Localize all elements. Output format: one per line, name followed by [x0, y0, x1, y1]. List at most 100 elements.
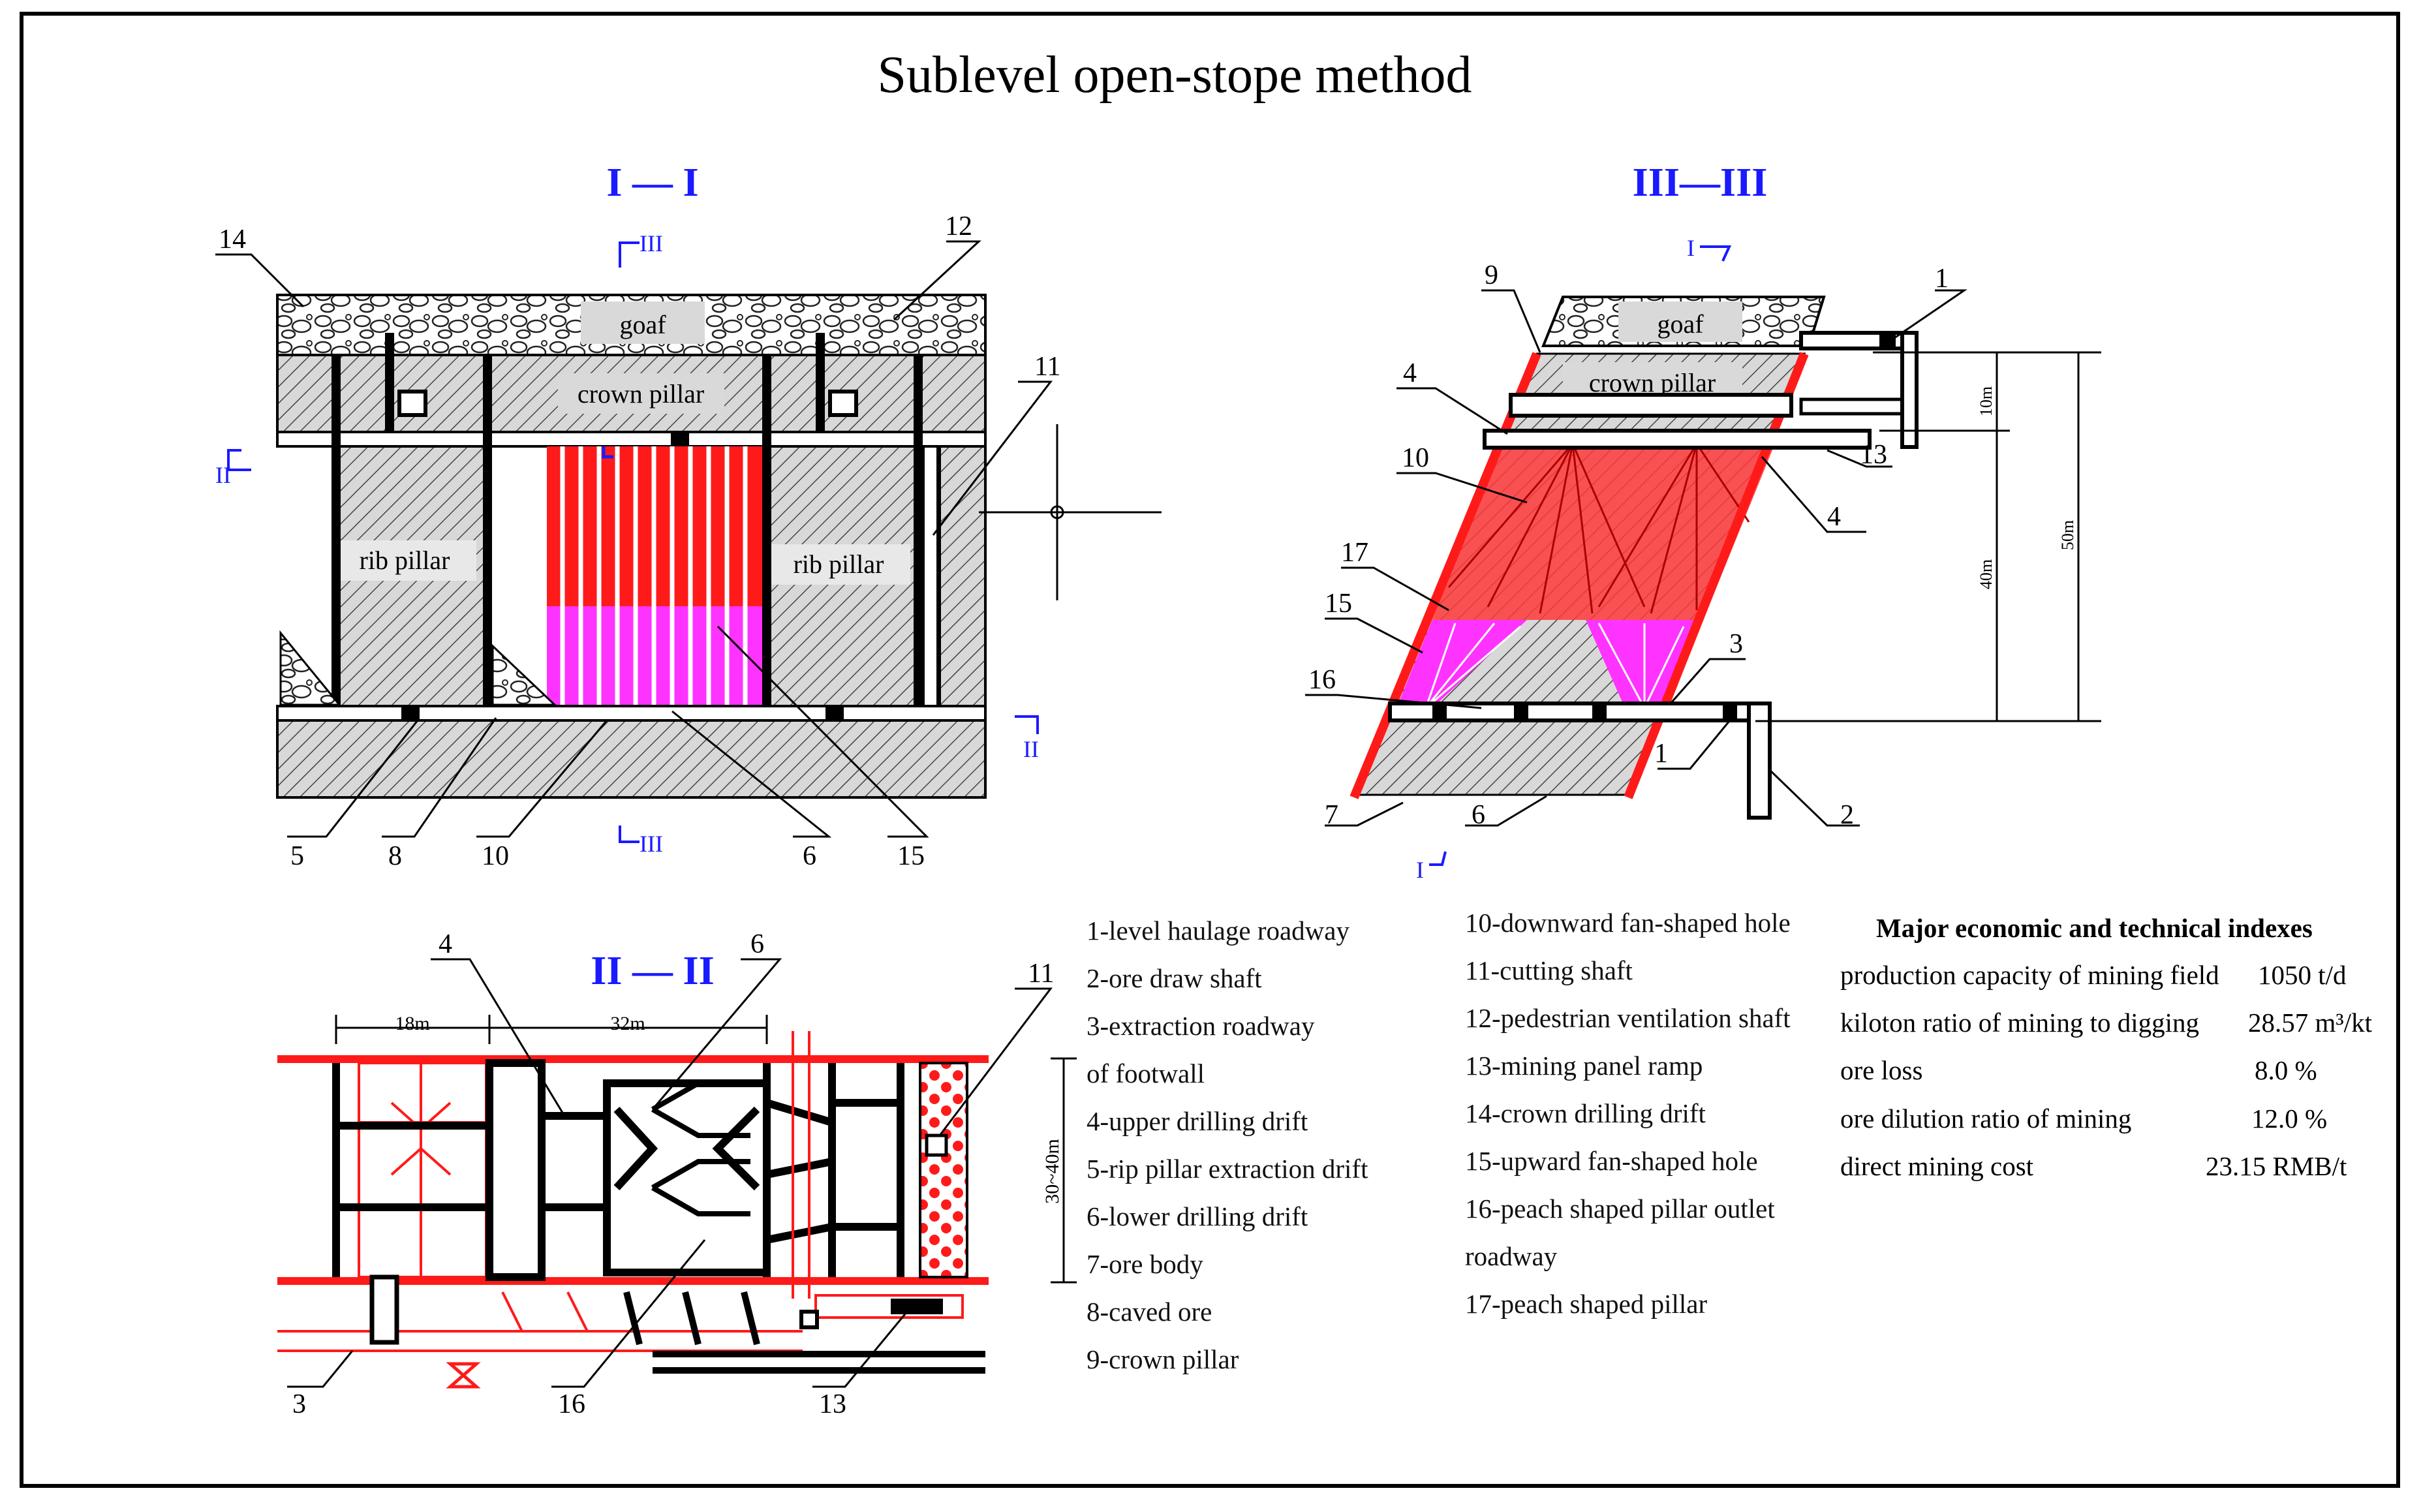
callout-6-I: 6	[803, 841, 816, 871]
goaf-III-label: goaf	[1657, 309, 1704, 339]
callout-5: 5	[290, 841, 304, 871]
legend-item: 12-pedestrian ventilation shaft	[1465, 1003, 1791, 1033]
footwall-roadways	[277, 1031, 964, 1352]
callout-12: 12	[945, 211, 972, 241]
callout-4-III-right: 4	[1827, 502, 1841, 532]
red-drift-outline-left	[358, 1062, 487, 1278]
floor-rock	[276, 719, 987, 799]
lower-drift-III	[1388, 702, 1754, 722]
marker-I-bot: I	[1416, 857, 1424, 883]
index-value: 28.57 m³/kt	[2248, 1008, 2372, 1038]
dimension-lines-II	[335, 1015, 1077, 1284]
winch-symbol	[446, 1362, 481, 1389]
legend-item: 2-ore draw shaft	[1087, 963, 1262, 993]
cutting-shaft-red-dots	[919, 1062, 968, 1278]
callout-13-II: 13	[819, 1389, 846, 1419]
callout-lines-I	[215, 240, 1053, 838]
indexes-heading: Major economic and technical indexes	[1876, 913, 2313, 943]
marker-II-right: II	[1023, 736, 1039, 762]
index-label: kiloton ratio of mining to digging	[1840, 1008, 2200, 1038]
legend-item: 1-level haulage roadway	[1087, 916, 1349, 946]
dim-40m: 40m	[1977, 559, 1996, 589]
callout-3-III: 3	[1729, 629, 1743, 659]
callout-1-top: 1	[1935, 264, 1949, 294]
legend-item: 10-downward fan-shaped hole	[1465, 908, 1791, 938]
goaf-label: goaf	[619, 310, 666, 339]
caved-ore-left	[279, 630, 342, 706]
crosshair-symbol	[979, 424, 1162, 600]
cutting-shaft-box	[925, 1134, 948, 1157]
dim-50m: 50m	[2058, 520, 2077, 550]
callout-9: 9	[1485, 260, 1498, 290]
legend-item: 11-cutting shaft	[1465, 955, 1633, 985]
legend-item: 16-peach shaped pillar outlet	[1465, 1194, 1775, 1224]
ore-draw-shaft-II-mid	[799, 1310, 819, 1329]
peach-pillar	[1432, 620, 1625, 708]
ore-draw-shaft	[1747, 702, 1772, 820]
callout-4-III-left: 4	[1403, 358, 1417, 388]
lower-drift-line	[276, 705, 987, 722]
rib-pillar-label-box-right	[767, 544, 910, 585]
magenta-hole-gaps	[560, 606, 748, 706]
legend-right: 10-downward fan-shaped hole 11-cutting s…	[1465, 899, 1791, 1328]
cutting-shaft-white	[922, 445, 939, 707]
callout-17: 17	[1341, 538, 1368, 568]
callout-3-II: 3	[292, 1389, 306, 1419]
callout-8: 8	[388, 841, 402, 871]
callout-14: 14	[219, 224, 246, 255]
callout-15-I: 15	[897, 841, 925, 871]
marker-I-bot-line	[1429, 851, 1447, 866]
legend-item: 15-upward fan-shaped hole	[1465, 1146, 1758, 1176]
right-wall-block	[938, 445, 987, 707]
index-label: ore loss	[1840, 1055, 1923, 1085]
legend-item: 7-ore body	[1087, 1249, 1203, 1279]
crown-pillar-label: crown pillar	[578, 379, 704, 409]
drift-blocks	[401, 432, 844, 720]
legend-item: 6-lower drilling drift	[1087, 1201, 1308, 1231]
marker-III-top: III	[640, 230, 663, 256]
callout-2: 2	[1840, 800, 1854, 830]
index-label: direct mining cost	[1840, 1151, 2034, 1181]
index-value: 23.15 RMB/t	[2206, 1151, 2347, 1181]
callout-13-III: 13	[1860, 440, 1887, 470]
section-III-III: III—III I goaf crown pi	[1305, 161, 2101, 883]
goaf-label-box	[581, 301, 705, 344]
upward-fan-lines	[1425, 623, 1685, 709]
figure-title: Sublevel open-stope method	[877, 46, 1472, 104]
rib-pillar-label-right: rib pillar	[794, 549, 884, 579]
dimension-lines-III	[1755, 351, 2101, 722]
dim-18m: 18m	[395, 1013, 429, 1034]
section-II-II: II — II 18m 32m 30~40m	[277, 929, 1077, 1419]
dim-10m: 10m	[1977, 386, 1996, 416]
ventilation-shaft-box-left	[397, 390, 427, 417]
upper-drift-III-b	[1483, 429, 1872, 450]
legend-item: 9-crown pillar	[1087, 1344, 1239, 1374]
upper-level-III-top	[1799, 331, 1917, 350]
callout-16-III: 16	[1308, 665, 1336, 695]
figure-frame	[20, 12, 2400, 1488]
callout-lines-III	[1305, 289, 1967, 827]
marker-III-bot: III	[640, 831, 663, 857]
upper-drift-line	[276, 431, 987, 448]
index-label: production capacity of mining field	[1840, 960, 2219, 990]
red-hole-gaps	[560, 446, 748, 606]
marker-III-bot-line	[619, 825, 640, 843]
legend-item: 5-rip pillar extraction drift	[1087, 1154, 1368, 1184]
index-label: ore dilution ratio of mining	[1840, 1103, 2132, 1134]
upper-level-III-block	[1879, 333, 1896, 348]
legend-item: 13-mining panel ramp	[1465, 1051, 1703, 1081]
upper-shaft-III	[1900, 331, 1919, 449]
marker-II-right-line	[1015, 715, 1039, 734]
callout-11-II: 11	[1028, 959, 1054, 989]
dim-30-40m: 30~40m	[1041, 1139, 1063, 1204]
ore-draw-shaft-II-left	[369, 1274, 399, 1345]
marker-II-left-line	[227, 449, 251, 471]
legend-item: of footwall	[1087, 1058, 1205, 1088]
legend-item: 8-caved ore	[1087, 1297, 1212, 1327]
callout-11-top: 11	[1034, 352, 1060, 382]
callout-1-bot: 1	[1654, 739, 1668, 769]
index-value: 8.0 %	[2255, 1055, 2317, 1085]
ore-boundary-right	[1624, 352, 1809, 799]
marker-III-top-line	[619, 241, 640, 268]
